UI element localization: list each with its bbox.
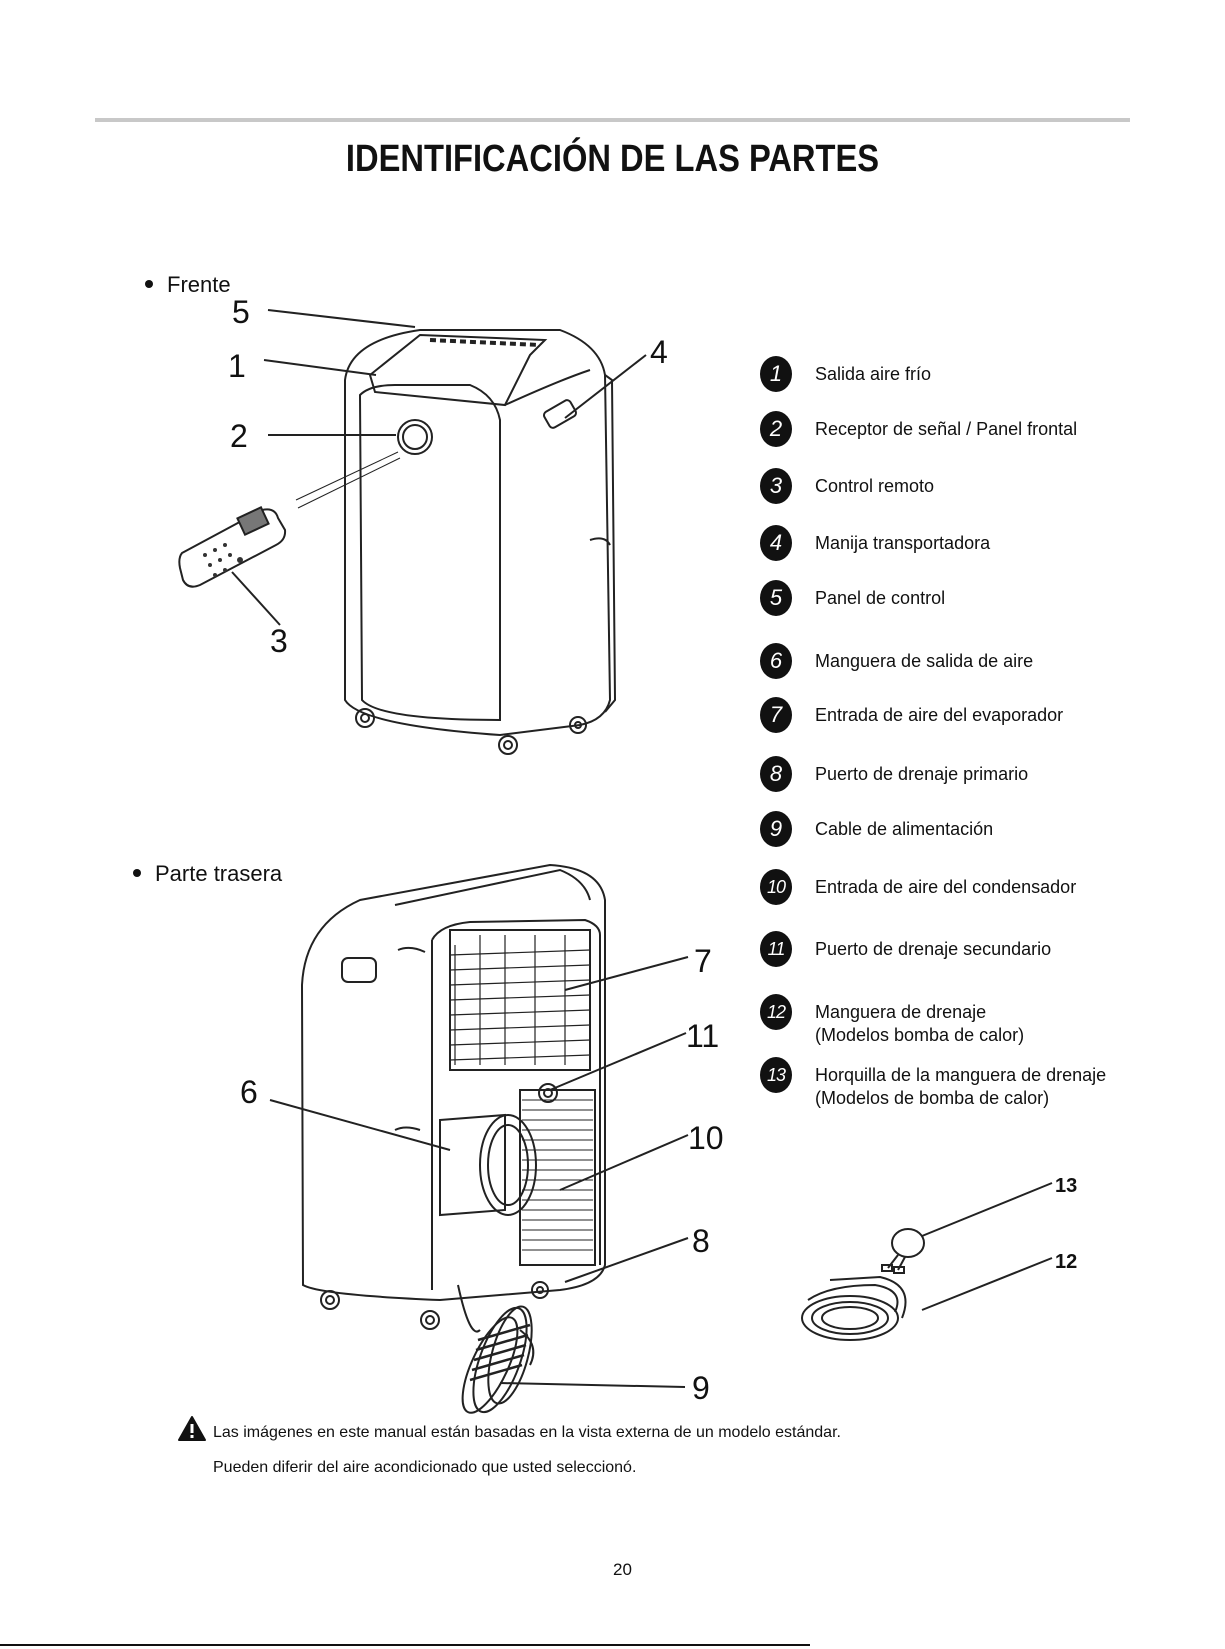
legend-number-badge: 7 (760, 697, 792, 733)
legend-number-badge: 10 (760, 869, 792, 905)
callout-13: 13 (1055, 1175, 1078, 1197)
callout-8: 8 (692, 1223, 710, 1259)
legend-text: Cable de alimentación (815, 819, 994, 839)
legend-number-badge: 12 (760, 994, 792, 1030)
remote-control-illustration (178, 506, 287, 588)
legend-number-badge: 8 (760, 756, 792, 792)
warning-icon (178, 1416, 206, 1441)
bullet-icon (145, 280, 153, 289)
callout-5: 5 (232, 294, 250, 330)
legend-number-badge: 5 (760, 580, 792, 616)
legend-number-badge: 3 (760, 468, 792, 504)
front-unit-illustration (344, 329, 617, 755)
bottom-rule (0, 1644, 810, 1646)
callout-6: 6 (240, 1074, 258, 1110)
legend-number-badge: 6 (760, 643, 792, 679)
legend-text: Horquilla de la manguera de drenaje(Mode… (815, 1065, 1107, 1108)
legend-number-badge: 2 (760, 411, 792, 447)
callout-11: 11 (686, 1018, 720, 1054)
legend-number-badge: 9 (760, 811, 792, 847)
footnote-line-1: Las imágenes en este manual están basada… (213, 1424, 841, 1441)
legend-number-badge: 13 (760, 1057, 792, 1093)
legend-number-badge: 11 (760, 931, 792, 967)
legend-text: Puerto de drenaje secundario (815, 939, 1052, 959)
legend-text: Manguera de drenaje(Modelos bomba de cal… (815, 1002, 1025, 1045)
callout-3: 3 (270, 623, 288, 659)
callout-1: 1 (228, 348, 246, 384)
footnote-line-2: Pueden diferir del aire acondicionado qu… (213, 1459, 637, 1476)
legend-text: Manija transportadora (815, 533, 991, 553)
section-front: Frente (145, 272, 231, 298)
bullet-icon (133, 869, 141, 878)
legend-text: Entrada de aire del condensador (815, 877, 1077, 897)
page-number: 20 (613, 1560, 632, 1579)
page-title: IDENTIFICACIÓN DE LAS PARTES (345, 138, 880, 180)
legend-text: Entrada de aire del evaporador (815, 705, 1064, 725)
legend-text: Receptor de señal / Panel frontal (815, 419, 1078, 439)
top-rule (95, 118, 1130, 122)
back-unit-illustration (300, 863, 606, 1330)
legend-text: Salida aire frío (815, 364, 932, 384)
callout-12: 12 (1055, 1251, 1078, 1273)
callout-9: 9 (692, 1370, 710, 1406)
callout-2: 2 (230, 418, 248, 454)
callout-10: 10 (688, 1120, 724, 1156)
legend-text: Panel de control (815, 588, 946, 608)
legend-number-badge: 4 (760, 525, 792, 561)
callout-4: 4 (650, 334, 668, 370)
drain-hose-illustration (801, 1275, 907, 1341)
legend-text: Manguera de salida de aire (815, 651, 1034, 671)
section-back: Parte trasera (133, 861, 282, 887)
power-cord-illustration (457, 1284, 535, 1414)
callout-7: 7 (694, 943, 712, 979)
hose-clamp-illustration (881, 1228, 925, 1274)
legend-text: Control remoto (815, 476, 935, 496)
legend-number-badge: 1 (760, 356, 792, 392)
legend-text: Puerto de drenaje primario (815, 764, 1029, 784)
